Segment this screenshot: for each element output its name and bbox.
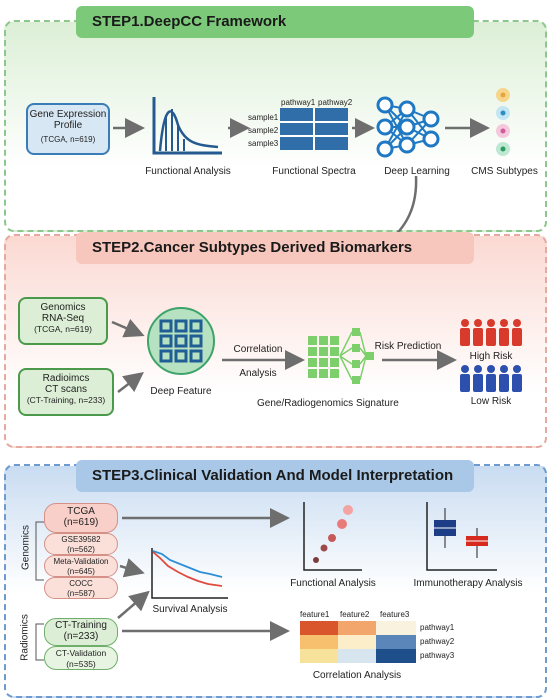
gene-box-line1: Gene Expression xyxy=(29,109,107,120)
gene-box-line3: (TCGA, n=619) xyxy=(40,135,96,144)
heatmap-feature1: feature1 xyxy=(300,610,330,619)
step3-title: STEP3.Clinical Validation And Model Inte… xyxy=(76,460,474,492)
radiomics-line1: Radioimcs xyxy=(42,373,90,384)
radiomics-box: Radioimcs CT scans (CT-Training, n=233) xyxy=(18,368,114,416)
immunotherapy-label: Immunotherapy Analysis xyxy=(413,578,523,589)
meta-box: Meta-Validation (n=645) xyxy=(44,555,118,577)
functional-analysis-icon xyxy=(152,97,222,155)
genomics-line3: (TCGA, n=619) xyxy=(34,324,92,334)
low-risk-people-icon xyxy=(460,365,522,392)
ct-training-box: CT-Training (n=233) xyxy=(44,618,118,646)
ct-validation-box: CT-Validation (n=535) xyxy=(44,646,118,670)
spectra-row1: sample1 xyxy=(248,113,279,122)
risk-prediction-label: Risk Prediction xyxy=(374,341,442,352)
cocc-line2: (n=587) xyxy=(67,589,95,598)
spectra-grid xyxy=(280,108,348,150)
genomics-line1: Genomics xyxy=(40,302,86,313)
heatmap-pathway2: pathway2 xyxy=(420,637,455,646)
gse-line2: (n=562) xyxy=(67,545,95,554)
step2-title: STEP2.Cancer Subtypes Derived Biomarkers xyxy=(76,232,474,264)
heatmap-pathway1: pathway1 xyxy=(420,623,455,632)
genomics-line2: RNA-Seq xyxy=(41,313,85,324)
functional-analysis-3-label: Functional Analysis xyxy=(290,578,376,589)
deep-learning-label: Deep Learning xyxy=(384,166,450,177)
gene-box-line2: Profile xyxy=(53,120,83,131)
gse-line1: GSE39582 xyxy=(61,535,101,544)
tcga-line2: (n=619) xyxy=(63,517,99,528)
heatmap-feature2: feature2 xyxy=(340,610,370,619)
ct-training-line2: (n=233) xyxy=(63,631,99,642)
tcga-line1: TCGA xyxy=(67,506,95,517)
heatmap-feature3: feature3 xyxy=(380,610,410,619)
genomics-box: Genomics RNA-Seq (TCGA, n=619) xyxy=(18,297,108,345)
heatmap-pathway3: pathway3 xyxy=(420,651,455,660)
high-risk-label: High Risk xyxy=(469,351,513,362)
correlation-analysis-label: Correlation Analysis xyxy=(312,670,402,681)
gse-box: GSE39582 (n=562) xyxy=(44,533,118,555)
spectra-row3: sample3 xyxy=(248,139,279,148)
immunotherapy-boxplot xyxy=(426,502,497,571)
low-risk-label: Low Risk xyxy=(470,396,512,407)
spectra-col1: pathway1 xyxy=(281,98,316,107)
gene-expression-box: Gene Expression Profile (TCGA, n=619) xyxy=(26,103,110,155)
functional-spectra-label: Functional Spectra xyxy=(272,166,356,177)
deep-feature-icon xyxy=(147,307,215,375)
functional-scatter-plot xyxy=(303,502,362,571)
ct-validation-line2: (n=535) xyxy=(66,659,96,669)
ct-training-line1: CT-Training xyxy=(55,620,107,631)
cms-subtypes-icon xyxy=(496,88,510,156)
meta-line2: (n=645) xyxy=(67,567,95,576)
cocc-box: COCC (n=587) xyxy=(44,577,118,599)
analysis-label: Analysis xyxy=(239,368,277,379)
deep-feature-label: Deep Feature xyxy=(150,386,212,397)
functional-analysis-label: Functional Analysis xyxy=(145,166,231,177)
ct-validation-line1: CT-Validation xyxy=(55,648,107,658)
survival-curve-plot xyxy=(151,548,228,599)
survival-analysis-label: Survival Analysis xyxy=(152,604,228,615)
spectra-col2: pathway2 xyxy=(318,98,353,107)
radiomics-line3: (CT-Training, n=233) xyxy=(26,395,106,405)
cocc-line1: COCC xyxy=(69,579,93,588)
tcga-box: TCGA (n=619) xyxy=(44,503,118,533)
meta-line1: Meta-Validation xyxy=(53,557,109,566)
signature-label: Gene/Radiogenomics Signature xyxy=(257,398,399,409)
step1-title: STEP1.DeepCC Framework xyxy=(76,6,474,38)
high-risk-people-icon xyxy=(460,319,522,346)
radiomics-line2: CT scans xyxy=(44,384,88,395)
correlation-heatmap xyxy=(300,621,416,663)
signature-icon xyxy=(308,328,374,384)
cms-subtypes-label: CMS Subtypes xyxy=(471,166,538,177)
neural-network-icon xyxy=(376,96,440,158)
spectra-row2: sample2 xyxy=(248,126,279,135)
correlation-label: Correlation xyxy=(233,344,283,355)
